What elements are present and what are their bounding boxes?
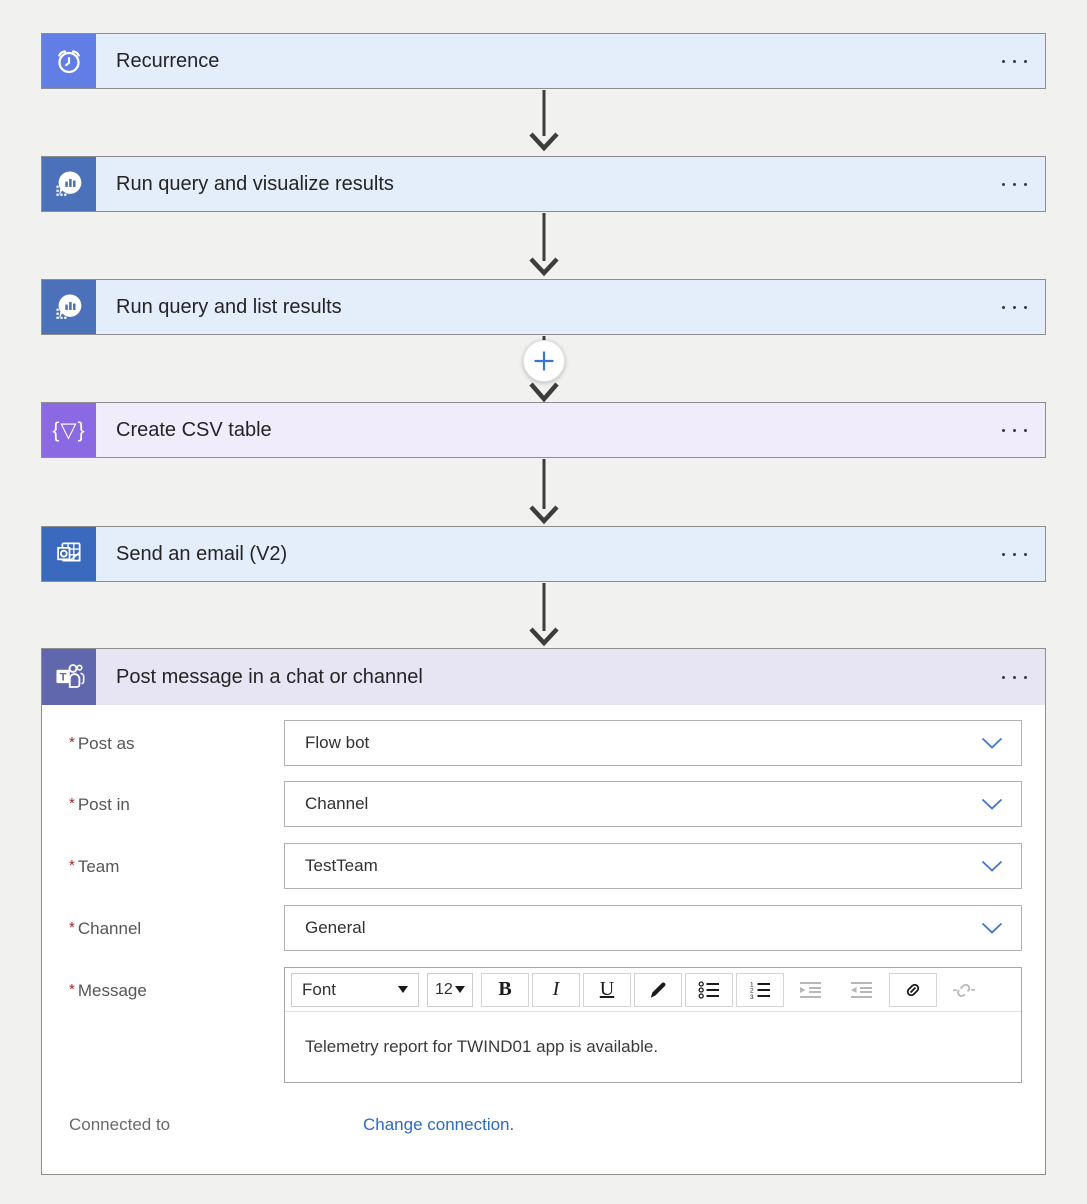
step-post-teams-message: T Post message in a chat or channel *Pos… — [41, 648, 1046, 1175]
more-options-button[interactable] — [983, 34, 1045, 88]
rich-text-toolbar: Font 12 B I U — [285, 968, 1021, 1012]
outlook-icon — [42, 527, 96, 581]
step-title: Recurrence — [116, 49, 220, 72]
connector-arrow — [529, 459, 559, 525]
message-editor[interactable]: Telemetry report for TWIND01 app is avai… — [305, 1037, 659, 1056]
field-label-post-as: *Post as — [69, 734, 135, 753]
step-run-query-list[interactable]: Run query and list results — [41, 279, 1046, 335]
field-label-team: *Team — [69, 857, 120, 876]
dropdown-caret-icon — [398, 986, 408, 993]
numbered-list-icon: 1 2 3 — [750, 981, 770, 1000]
svg-text:1: 1 — [750, 981, 754, 988]
underline-button[interactable]: U — [583, 972, 631, 1007]
step-run-query-visualize[interactable]: Run query and visualize results — [41, 156, 1046, 212]
plus-icon — [534, 351, 554, 371]
step-title: Create CSV table — [116, 418, 272, 441]
step-title: Run query and visualize results — [116, 172, 394, 195]
bulleted-list-button[interactable] — [685, 972, 733, 1007]
field-label-post-in: *Post in — [69, 795, 130, 814]
field-label-message: *Message — [69, 981, 147, 1000]
kusto-query-icon — [42, 280, 96, 334]
svg-text:3: 3 — [750, 993, 754, 999]
chevron-down-icon — [981, 860, 1003, 872]
team-dropdown[interactable]: TestTeam — [284, 843, 1022, 889]
bulleted-list-icon — [698, 980, 719, 999]
step-title: Send an email (V2) — [116, 542, 288, 565]
connector-arrow — [529, 213, 559, 277]
font-size-dropdown[interactable]: 12 — [427, 972, 473, 1007]
text-color-button[interactable] — [634, 972, 682, 1007]
step-recurrence[interactable]: Recurrence — [41, 33, 1046, 89]
chevron-down-icon — [981, 798, 1003, 810]
connector-arrow — [529, 90, 559, 152]
svg-text:T: T — [60, 671, 67, 683]
team-value: TestTeam — [305, 856, 378, 875]
alarm-clock-icon — [42, 34, 96, 88]
teams-icon: T — [42, 649, 96, 705]
post-as-dropdown[interactable]: Flow bot — [284, 720, 1022, 766]
insert-step-button[interactable] — [523, 340, 565, 382]
pen-icon — [650, 981, 666, 998]
post-as-value: Flow bot — [305, 733, 370, 752]
required-marker: * — [69, 857, 75, 874]
font-family-value: Font — [302, 979, 337, 999]
more-options-button[interactable] — [983, 527, 1045, 581]
step-header[interactable]: T Post message in a chat or channel — [42, 649, 1045, 705]
link-icon — [906, 983, 920, 996]
required-marker: * — [69, 795, 75, 812]
unlink-icon — [952, 983, 976, 997]
change-connection-link[interactable]: Change connection. — [363, 1115, 515, 1134]
more-options-button[interactable] — [983, 649, 1045, 705]
step-title: Post message in a chat or channel — [116, 665, 423, 688]
step-title: Run query and list results — [116, 295, 342, 318]
outdent-button[interactable] — [838, 972, 886, 1007]
indent-button[interactable] — [787, 972, 835, 1007]
numbered-list-button[interactable]: 1 2 3 — [736, 972, 784, 1007]
required-marker: * — [69, 981, 75, 998]
connector-arrow — [529, 583, 559, 647]
more-options-button[interactable] — [983, 157, 1045, 211]
svg-text:2: 2 — [750, 987, 754, 994]
bold-button[interactable]: B — [481, 972, 529, 1007]
italic-button[interactable]: I — [532, 972, 580, 1007]
remove-link-button[interactable] — [940, 972, 988, 1007]
field-label-channel: *Channel — [69, 919, 142, 938]
font-family-dropdown[interactable]: Font — [291, 972, 419, 1007]
channel-value: General — [305, 918, 366, 937]
kusto-query-icon — [42, 157, 96, 211]
font-size-value: 12 — [435, 980, 453, 998]
step-create-csv-table[interactable]: {▽} Create CSV table — [41, 402, 1046, 458]
chevron-down-icon — [981, 922, 1003, 934]
indent-icon — [800, 981, 821, 998]
channel-dropdown[interactable]: General — [284, 905, 1022, 951]
message-rich-text-editor: Font 12 B I U — [284, 967, 1022, 1083]
required-marker: * — [69, 919, 75, 936]
outdent-icon — [851, 981, 872, 998]
post-in-value: Channel — [305, 794, 369, 813]
step-send-email[interactable]: Send an email (V2) — [41, 526, 1046, 582]
required-marker: * — [69, 734, 75, 751]
dropdown-caret-icon — [455, 986, 465, 993]
chevron-down-icon — [981, 737, 1003, 749]
more-options-button[interactable] — [983, 280, 1045, 334]
connector-arrowhead — [529, 382, 559, 402]
post-in-dropdown[interactable]: Channel — [284, 781, 1022, 827]
insert-link-button[interactable] — [889, 972, 937, 1007]
connected-to-label: Connected to — [69, 1115, 171, 1134]
more-options-button[interactable] — [983, 403, 1045, 457]
csv-braces-icon: {▽} — [42, 403, 96, 457]
